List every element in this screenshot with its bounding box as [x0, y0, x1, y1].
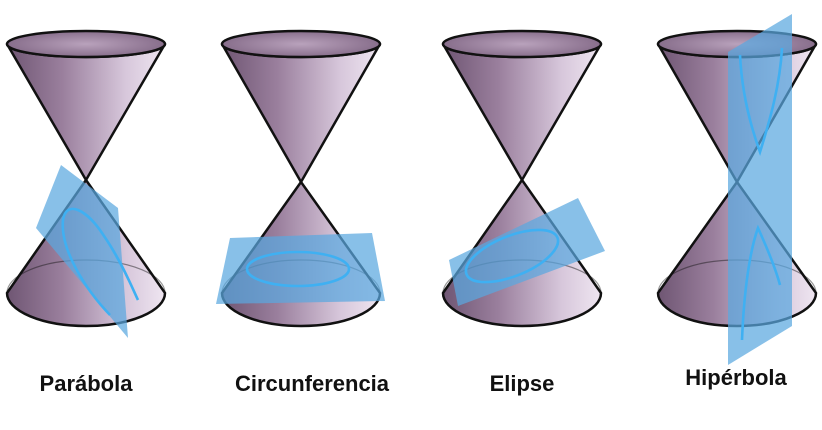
hyperbola-upper-branch — [738, 47, 784, 157]
cutting-plane — [216, 233, 385, 304]
cutting-plane — [36, 165, 128, 338]
parabola-curve — [61, 207, 140, 316]
parabola-diagram — [5, 29, 167, 338]
cutting-plane — [449, 198, 605, 306]
cutting-plane — [728, 14, 792, 365]
circle-curve — [245, 250, 351, 288]
label-circle: Circunferencia — [234, 371, 390, 396]
label-hyperbola: Hipérbola — [685, 365, 787, 390]
label-parabola: Parábola — [39, 371, 133, 396]
label-ellipse: Elipse — [489, 371, 555, 396]
hyperbola-lower-branch — [740, 224, 782, 341]
hyperbola-diagram — [656, 14, 818, 365]
circle-diagram — [216, 29, 385, 328]
ellipse-curve — [464, 228, 560, 284]
ellipse-diagram — [441, 29, 605, 328]
